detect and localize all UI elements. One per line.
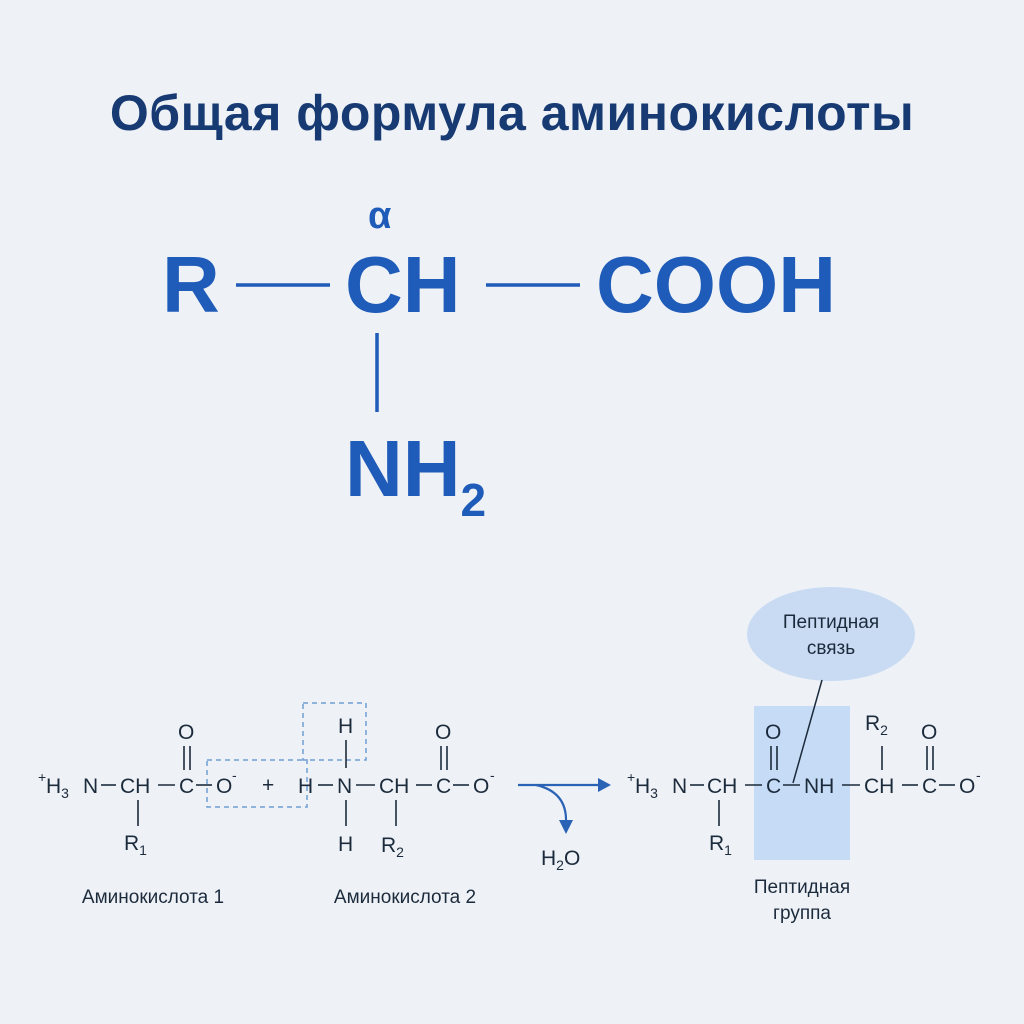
reaction-arrow-head [598,778,611,792]
aa2-ch-label: CH [379,775,409,798]
prod-r1-group: R1 [709,832,732,858]
aa1-h3-label: H3 [46,775,69,801]
aa1-minus-sign: - [232,767,237,783]
r-group-label: R [162,240,220,329]
dipeptide-product: + H3 N CH C O NH CH R2 C O O - R1 [627,712,981,858]
prod-n-label: N [672,775,687,798]
peptide-group-label-line1: Пептидная [754,877,850,898]
cooh-label: COOH [596,240,836,329]
peptide-group-highlight [754,706,850,860]
aa1-ch-label: CH [120,775,150,798]
aa1-o-minus: O [216,775,232,798]
alpha-label: α [368,195,391,237]
aa2-h-left: H [298,775,313,798]
aa1-plus-sign: + [38,769,46,785]
water-o-box [206,759,308,808]
prod-c2-label: C [922,775,937,798]
water-h-box [302,702,367,761]
water-release-arrowhead [559,820,573,834]
prod-o-minus: O [959,775,975,798]
peptide-bond-callout-line2: связь [807,638,855,659]
aa1-carbonyl-o: O [178,721,194,744]
aa2-minus-sign: - [490,767,495,783]
reaction-arrow: H2O [518,778,611,873]
prod-ch2-label: CH [864,775,894,798]
aa1-r-group: R1 [124,832,147,858]
callout-pointer [792,679,823,784]
prod-carbonyl-o1: O [765,721,781,744]
water-label: H2O [541,847,580,873]
aa2-o-minus: O [473,775,489,798]
prod-plus-sign: + [627,769,635,785]
prod-minus-sign: - [976,767,981,783]
peptide-bond-callout-line1: Пептидная [783,612,879,633]
aa1-c-label: C [179,775,194,798]
prod-ch1-label: CH [707,775,737,798]
prod-carbonyl-o2: O [921,721,937,744]
nh-text: NH [345,424,461,513]
reaction-plus: + [262,774,274,797]
prod-nh-label: NH [804,775,834,798]
water-release-curve [535,783,568,823]
aa1-caption: Аминокислота 1 [82,887,224,908]
peptide-group-label-line2: группа [773,903,831,924]
amino-acid-2: H N H H CH C O O - R2 Аминокислота 2 [298,715,495,908]
peptide-bond-callout [747,587,915,681]
aa2-n-label: N [337,775,352,798]
page-title: Общая формула аминокислоты [109,85,915,141]
aa2-h-top: H [338,715,353,738]
prod-c1-label: C [766,775,781,798]
prod-r2-group: R2 [865,712,888,738]
nh2-subscript: 2 [461,474,487,526]
aa2-carbonyl-o: O [435,721,451,744]
nh2-label: NH2 [345,424,486,526]
aa2-h-bottom: H [338,833,353,856]
aa1-n-label: N [83,775,98,798]
aa2-caption: Аминокислота 2 [334,887,476,908]
aa2-r-group: R2 [381,834,404,860]
general-formula: α R CH COOH NH2 [162,195,836,526]
prod-h3-label: H3 [635,775,658,801]
aa2-c-label: C [436,775,451,798]
amino-acid-1: + H3 N CH C O O - R1 Аминокислота 1 [38,721,237,908]
ch-label: CH [345,240,461,329]
